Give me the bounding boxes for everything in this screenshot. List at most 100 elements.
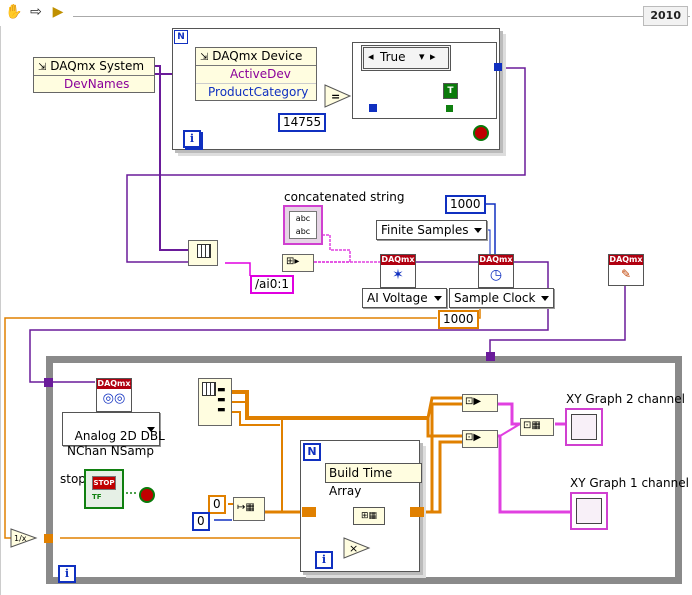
while-loop[interactable]: [46, 356, 682, 584]
daqmx-device-header: ⇲ DAQmx Device: [196, 48, 316, 66]
multiply-node[interactable]: ×: [343, 537, 371, 559]
stop-label: stop: [60, 472, 86, 486]
eraser-icon: ✎: [620, 267, 632, 281]
zero-blue-constant[interactable]: 0: [192, 512, 210, 531]
product-category-constant[interactable]: 14755: [278, 113, 327, 132]
ai-voltage-label: AI Voltage: [367, 291, 428, 305]
rate-tunnel-left: [44, 534, 53, 543]
index-marks: ▬▬▬: [217, 385, 226, 415]
read-mode-label: Analog 2D DBL NChan NSamp: [67, 429, 165, 458]
tf-icon: TF: [92, 493, 102, 501]
init-array-icon: ↦▦: [237, 502, 255, 513]
green-tunnel: [446, 105, 453, 112]
highlight-icon[interactable]: ▶: [52, 4, 64, 20]
case-dropdown-icon[interactable]: ▾: [419, 50, 425, 63]
case-iteration-terminal: i: [183, 130, 201, 148]
concat-icon: ⊞▸: [286, 256, 300, 267]
loop-count-n: N: [174, 30, 188, 44]
case-left-arrow[interactable]: ◂: [368, 50, 374, 63]
graph-icon: [576, 498, 602, 524]
bundle-icon: ⊡▶: [465, 432, 482, 443]
sample-mode-selector[interactable]: Finite Samples: [376, 220, 488, 240]
version-badge: 2010: [643, 6, 688, 26]
devnames-property[interactable]: DevNames: [64, 77, 130, 91]
property-icon: ⇲: [38, 62, 47, 73]
index-array-2d-node[interactable]: ▬▬▬: [198, 378, 232, 426]
equal-comparator[interactable]: =: [324, 84, 352, 108]
true-constant: T: [443, 83, 458, 99]
stop-condition-icon: [473, 125, 489, 141]
svg-text:=: =: [331, 90, 340, 103]
chevron-down-icon: [433, 296, 442, 301]
finite-samples-label: Finite Samples: [381, 223, 469, 237]
for-iteration-terminal: i: [315, 551, 333, 569]
reciprocal-node[interactable]: 1/x: [10, 528, 38, 548]
svg-text:1/x: 1/x: [14, 534, 27, 543]
initialize-array-node[interactable]: ↦▦: [233, 497, 265, 521]
hand-icon[interactable]: ✋: [5, 4, 23, 20]
array-grid-icon: [197, 244, 211, 258]
chevron-down-icon: [474, 228, 483, 233]
concatenated-string-label: concatenated string: [284, 190, 405, 204]
daqmx-device-node[interactable]: ⇲ DAQmx Device ActiveDev ProductCategory: [195, 47, 317, 101]
while-iteration-terminal: i: [58, 565, 76, 583]
case-selector-value: True: [380, 50, 406, 64]
toolbar: ✋ ⇨ ▶ 2010: [0, 0, 692, 26]
chevron-down-icon: [541, 296, 550, 301]
activedev-property[interactable]: ActiveDev: [196, 66, 316, 84]
loop-condition-icon: [139, 487, 155, 503]
xy-graph-1-label: XY Graph 1 channel: [570, 476, 689, 490]
daqmx-system-title: DAQmx System: [50, 59, 145, 73]
loop-count-terminal: N: [303, 443, 321, 461]
replace-array-node[interactable]: ⊞▦: [353, 507, 385, 525]
chevron-down-icon: [147, 427, 155, 432]
string-concat-node[interactable]: ⊞▸: [282, 254, 314, 272]
xy-graph-1-terminal[interactable]: [570, 492, 608, 530]
svg-text:×: ×: [349, 542, 358, 555]
sample-clock-label: Sample Clock: [454, 291, 536, 305]
ai-voltage-selector[interactable]: AI Voltage: [362, 288, 447, 308]
zero-orange-constant[interactable]: 0: [208, 495, 226, 514]
property-icon: ⇲: [200, 52, 209, 63]
stop-button[interactable]: STOP TF: [84, 469, 124, 509]
build-time-array-label: Build Time Array: [325, 463, 422, 498]
build-array-icon: ⊡▦: [523, 420, 541, 431]
read-mode-selector[interactable]: Analog 2D DBL NChan NSamp: [62, 412, 165, 458]
task-tunnel-left: [44, 378, 53, 387]
shift-register-right: [410, 507, 424, 517]
glasses-icon: ◎◎: [102, 391, 126, 406]
sample-clock-selector[interactable]: Sample Clock: [449, 288, 555, 308]
blue-tunnel-inner: [369, 104, 377, 112]
bundle-node-1[interactable]: ⊡▶: [462, 394, 498, 412]
case-right-arrow[interactable]: ▸: [430, 50, 436, 63]
xy-graph-2-terminal[interactable]: [565, 408, 603, 446]
arrow-right-icon[interactable]: ⇨: [30, 4, 42, 20]
task-tunnel-top: [486, 352, 495, 361]
shift-register-left: [302, 507, 316, 517]
samples-constant[interactable]: 1000: [445, 195, 486, 214]
stop-button-face: STOP: [92, 476, 116, 490]
daqmx-clear-task-icon[interactable]: DAQmx ✎: [608, 254, 644, 286]
toolbar-divider: [73, 16, 690, 17]
daqmx-tag: DAQmx: [479, 255, 513, 265]
daqmx-system-header: ⇲ DAQmx System: [34, 58, 154, 76]
channel-suffix-constant[interactable]: /ai0:1: [250, 275, 295, 294]
index-array-node[interactable]: [188, 240, 218, 266]
bundle-icon: ⊡▶: [465, 396, 482, 407]
daqmx-create-channel-icon[interactable]: DAQmx ✶: [380, 254, 416, 288]
build-array-node[interactable]: ⊡▦: [520, 418, 554, 436]
daqmx-system-node[interactable]: ⇲ DAQmx System DevNames: [33, 57, 155, 93]
rate-constant[interactable]: 1000: [438, 310, 479, 329]
array-grid-icon: [202, 382, 216, 396]
channel-icon: ✶: [392, 267, 404, 283]
graph-icon: [571, 414, 597, 440]
bundle-node-2[interactable]: ⊡▶: [462, 430, 498, 448]
daqmx-tag: DAQmx: [381, 255, 415, 265]
productcategory-property[interactable]: ProductCategory: [208, 85, 309, 99]
daqmx-timing-icon[interactable]: DAQmx ◷: [478, 254, 514, 288]
daqmx-read-icon[interactable]: DAQmx ◎◎: [96, 378, 132, 412]
daqmx-tag: DAQmx: [609, 255, 643, 265]
case-selector[interactable]: ◂ True ▾ ▸: [361, 45, 451, 71]
xy-graph-2-label: XY Graph 2 channel: [566, 392, 685, 406]
